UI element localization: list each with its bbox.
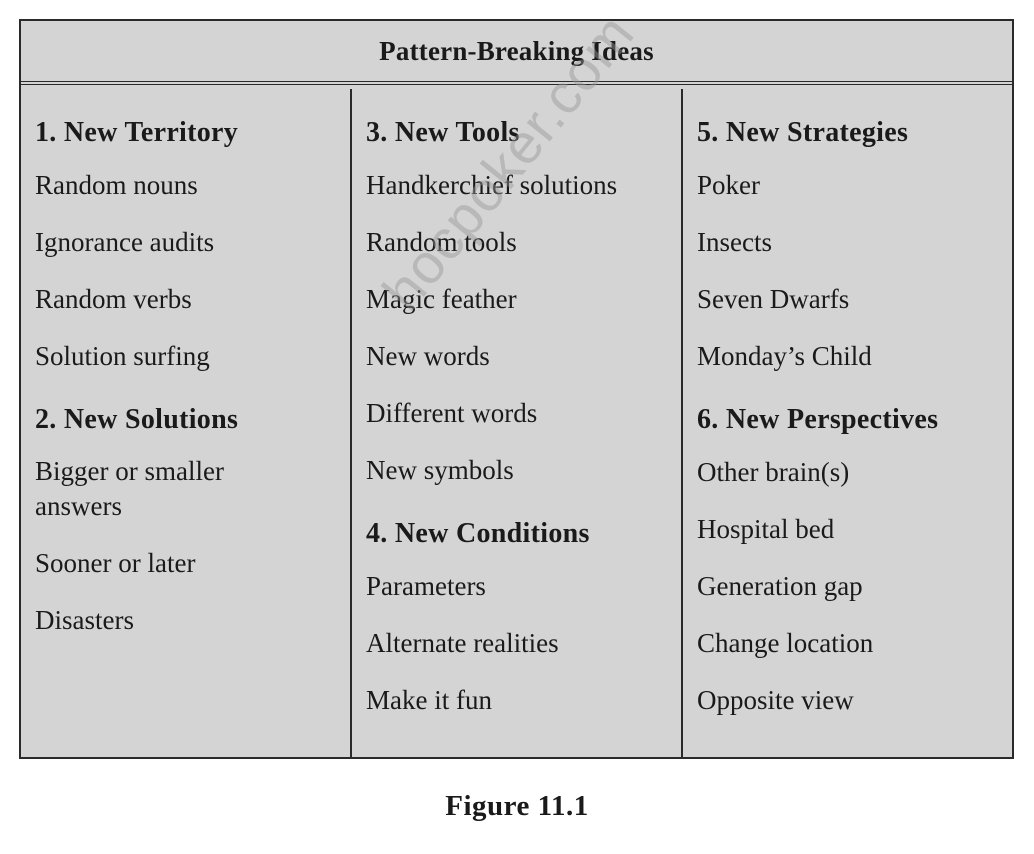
section-items: Poker Insects Seven Dwarfs Monday’s Chil… xyxy=(697,167,1012,374)
list-item: Handkerchief solutions xyxy=(366,170,618,200)
column-2: 3. New Tools Handkerchief solutions Rand… xyxy=(352,89,683,757)
list-item: Seven Dwarfs xyxy=(697,284,850,314)
list-item: Ignorance audits xyxy=(35,227,215,257)
list-item: Poker xyxy=(697,170,760,200)
list-item: Bigger or smaller answers xyxy=(35,456,224,521)
list-item: New words xyxy=(366,341,490,371)
section-items: Random nouns Ignorance audits Random ver… xyxy=(35,167,350,374)
section-heading: 6. New Perspectives xyxy=(697,404,939,435)
table-columns: 1. New Territory Random nouns Ignorance … xyxy=(21,89,1012,757)
list-item: Monday’s Child xyxy=(697,341,872,371)
list-item: Change location xyxy=(697,628,874,658)
list-item: Make it fun xyxy=(366,685,492,715)
section-items: Bigger or smaller answers Sooner or late… xyxy=(35,454,350,638)
pattern-breaking-ideas-table: Pattern-Breaking Ideas 1. New Territory … xyxy=(19,19,1014,759)
column-1: 1. New Territory Random nouns Ignorance … xyxy=(21,89,352,757)
table-title: Pattern-Breaking Ideas xyxy=(379,35,654,66)
list-item: Opposite view xyxy=(697,685,854,715)
list-item: Insects xyxy=(697,227,772,257)
list-item: Parameters xyxy=(366,571,486,601)
section-new-solutions: 2. New Solutions Bigger or smaller answe… xyxy=(35,402,350,638)
section-new-perspectives: 6. New Perspectives Other brain(s) Hospi… xyxy=(697,402,1012,718)
list-item: Alternate realities xyxy=(366,628,559,658)
column-3: 5. New Strategies Poker Insects Seven Dw… xyxy=(683,89,1012,757)
section-heading: 3. New Tools xyxy=(366,117,520,148)
list-item: Magic feather xyxy=(366,284,517,314)
section-items: Other brain(s) Hospital bed Generation g… xyxy=(697,454,1012,718)
section-new-territory: 1. New Territory Random nouns Ignorance … xyxy=(35,115,350,374)
section-new-strategies: 5. New Strategies Poker Insects Seven Dw… xyxy=(697,115,1012,374)
list-item: Random verbs xyxy=(35,284,192,314)
figure-caption: Figure 11.1 xyxy=(445,790,589,822)
list-item: Other brain(s) xyxy=(697,457,850,487)
list-item: Solution surfing xyxy=(35,341,210,371)
section-heading: 4. New Conditions xyxy=(366,518,590,549)
list-item: Disasters xyxy=(35,605,134,635)
section-items: Handkerchief solutions Random tools Magi… xyxy=(366,167,681,488)
list-item: Different words xyxy=(366,398,538,428)
list-item: Sooner or later xyxy=(35,548,196,578)
list-item: New symbols xyxy=(366,455,514,485)
list-item: Random nouns xyxy=(35,170,198,200)
section-new-tools: 3. New Tools Handkerchief solutions Rand… xyxy=(366,115,681,488)
section-heading: 1. New Territory xyxy=(35,117,239,148)
table-title-row: Pattern-Breaking Ideas xyxy=(21,21,1012,85)
list-item: Hospital bed xyxy=(697,514,835,544)
section-new-conditions: 4. New Conditions Parameters Alternate r… xyxy=(366,516,681,718)
list-item: Generation gap xyxy=(697,571,863,601)
list-item: Random tools xyxy=(366,227,517,257)
section-items: Parameters Alternate realities Make it f… xyxy=(366,568,681,718)
section-heading: 2. New Solutions xyxy=(35,404,239,435)
section-heading: 5. New Strategies xyxy=(697,117,909,148)
